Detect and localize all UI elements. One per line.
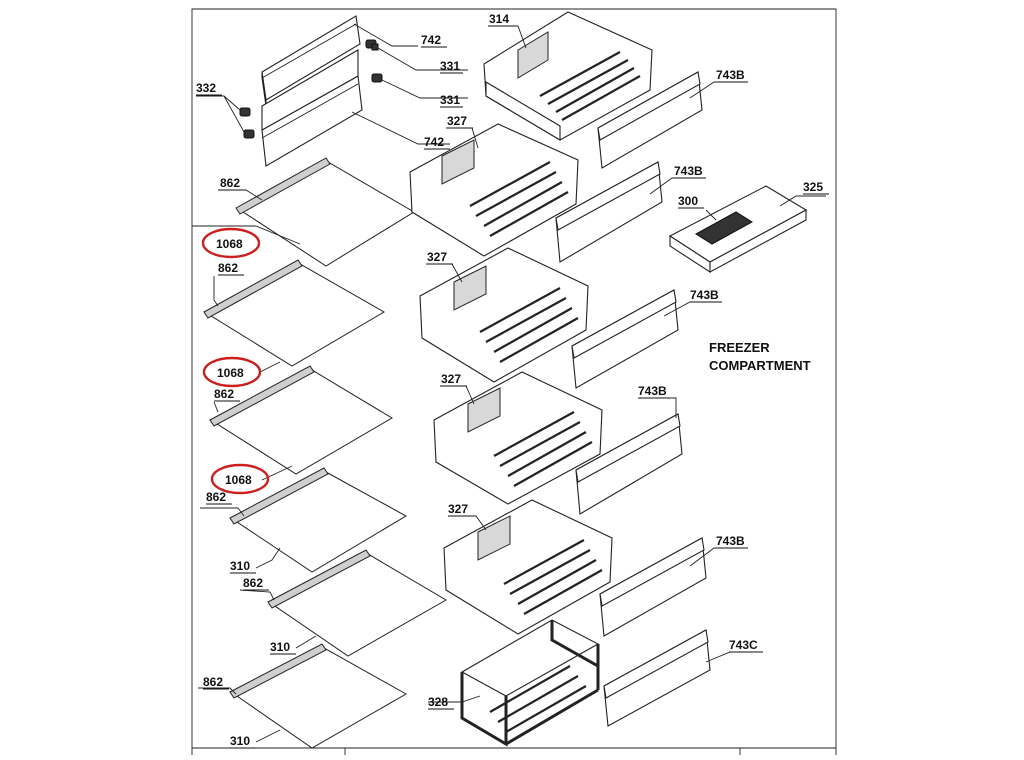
drawer-327-d: [443, 499, 613, 635]
drawer-front-743C: [603, 629, 711, 727]
drawer-327-a: [409, 123, 579, 257]
drawer-front-743B-d: [575, 413, 683, 515]
drawer-327-c: [433, 371, 603, 505]
label-742-lower: 742: [424, 135, 444, 149]
drawer-front-743B-a: [597, 71, 703, 169]
ice-tray-insert-300: [695, 211, 753, 245]
label-862-f: 862: [203, 675, 223, 689]
drawer-front-743B-e: [599, 537, 707, 637]
highlight-1068-b: 1068: [202, 356, 262, 388]
label-862-c: 862: [214, 387, 234, 401]
label-743B-a: 743B: [716, 68, 745, 82]
label-862-d: 862: [206, 490, 226, 504]
clip-332-pair: [239, 107, 255, 139]
label-743B-e: 743B: [716, 534, 745, 548]
label-327-c: 327: [441, 372, 461, 386]
drawer-314: [483, 11, 653, 141]
label-314: 314: [489, 12, 509, 26]
label-328: 328: [428, 695, 448, 709]
basket-328: [460, 619, 600, 747]
glass-shelf-310-a: [229, 467, 408, 573]
label-862-e: 862: [243, 576, 263, 590]
hinge-clip-331-lower: [371, 73, 383, 83]
label-862-b: 862: [218, 261, 238, 275]
door-panel-742-upper: [261, 15, 361, 107]
label-327-d: 327: [448, 502, 468, 516]
label-862-a: 862: [220, 176, 240, 190]
label-743B-c: 743B: [690, 288, 719, 302]
label-327-a: 327: [447, 114, 467, 128]
label-1068-b: 1068: [217, 366, 244, 380]
label-310-b: 310: [270, 640, 290, 654]
diagram-border: [191, 8, 837, 755]
glass-shelf-1068-c: [209, 365, 393, 475]
drawer-front-743B-b: [555, 161, 663, 263]
highlight-1068-c: 1068: [210, 463, 270, 495]
label-325: 325: [803, 180, 823, 194]
label-1068-c: 1068: [225, 473, 252, 487]
label-327-b: 327: [427, 250, 447, 264]
label-331-upper: 331: [440, 59, 460, 73]
highlight-1068-a: 1068: [201, 227, 261, 259]
drawer-327-b: [419, 247, 589, 383]
label-743B-d: 743B: [638, 384, 667, 398]
hinge-clip-331-upper: [365, 39, 379, 51]
label-331-lower: 331: [440, 93, 460, 107]
label-310-c: 310: [230, 734, 250, 748]
glass-shelf-310-b: [267, 549, 447, 657]
compartment-title-line1: FREEZER: [709, 340, 770, 355]
label-310-a: 310: [230, 559, 250, 573]
label-742-upper: 742: [421, 33, 441, 47]
glass-shelf-1068-b: [203, 259, 385, 367]
label-743C: 743C: [729, 638, 758, 652]
compartment-title-line2: COMPARTMENT: [709, 358, 811, 373]
label-332: 332: [196, 81, 216, 95]
label-300: 300: [678, 194, 698, 208]
glass-shelf-310-c: [229, 643, 408, 749]
glass-shelf-1068-a: [235, 157, 415, 267]
door-panel-742-lower: [261, 49, 363, 167]
label-1068-a: 1068: [216, 237, 243, 251]
drawer-front-743B-c: [571, 289, 679, 389]
label-743B-b: 743B: [674, 164, 703, 178]
